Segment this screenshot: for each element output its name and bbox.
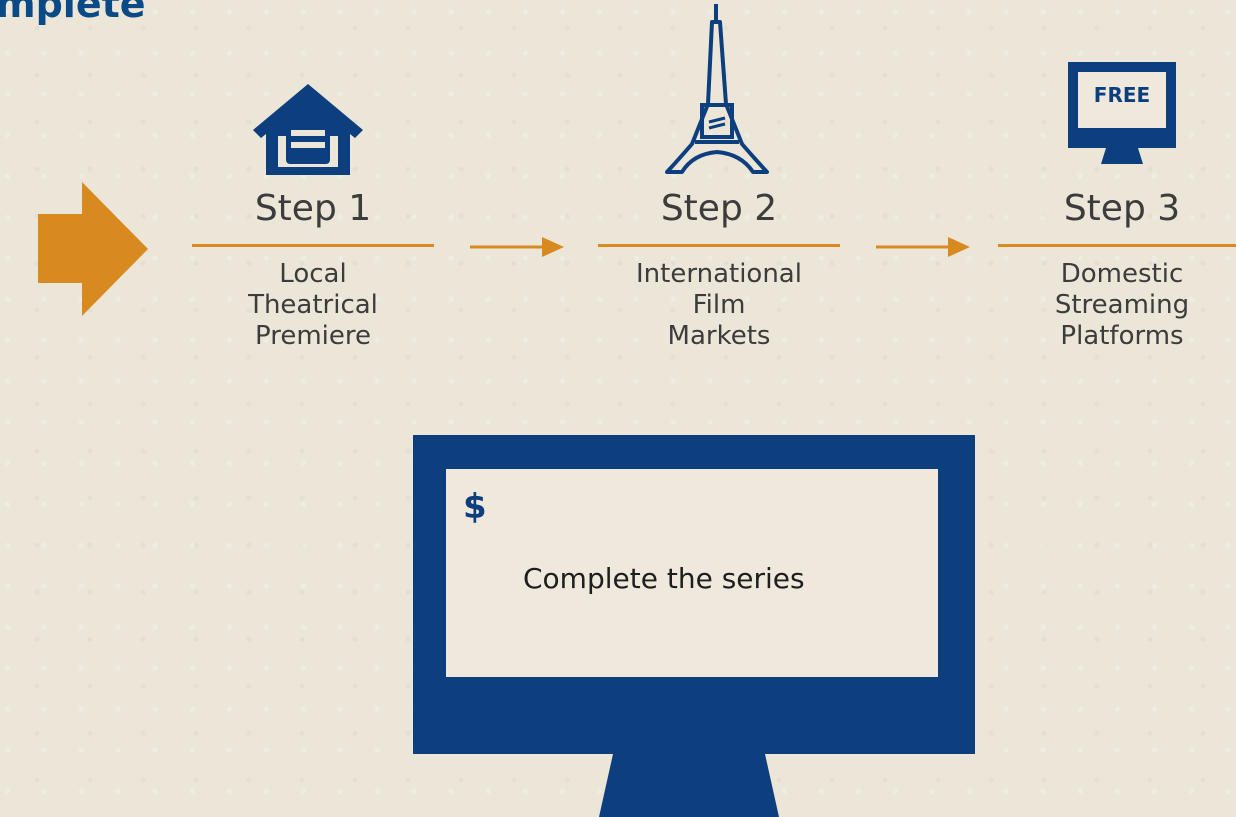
monitor-free-icon: FREE bbox=[1068, 62, 1176, 164]
step-1-line: Premiere bbox=[255, 321, 371, 351]
step-2-line: Film bbox=[692, 290, 746, 320]
step-2-line: International bbox=[636, 259, 802, 289]
step-1-title: Step 1 bbox=[254, 188, 372, 229]
eiffel-tower-icon bbox=[665, 4, 769, 174]
monitor-screen bbox=[446, 469, 938, 677]
dollar-icon: $ bbox=[463, 487, 487, 527]
free-badge: FREE bbox=[1093, 83, 1151, 107]
arrow-right-icon bbox=[470, 237, 564, 257]
monitor-caption: Complete the series bbox=[523, 562, 805, 595]
monitor-stand bbox=[1101, 148, 1143, 164]
step-3-description: Domestic Streaming Platforms bbox=[998, 259, 1236, 352]
house-icon bbox=[253, 84, 363, 175]
arrow-right-icon bbox=[876, 237, 970, 257]
step-1-line: Theatrical bbox=[248, 290, 378, 320]
step-2-line: Markets bbox=[667, 321, 771, 351]
step-3-line: Platforms bbox=[1060, 321, 1184, 351]
page-heading: mplete bbox=[0, 0, 146, 26]
step-2-description: International Film Markets bbox=[598, 259, 840, 352]
step-1-line: Local bbox=[279, 259, 347, 289]
step-3-divider bbox=[998, 244, 1236, 247]
step-3-line: Domestic bbox=[1060, 259, 1184, 289]
step-3-title: Step 3 bbox=[1063, 188, 1181, 229]
step-2-title: Step 2 bbox=[660, 188, 778, 229]
big-arrow-icon bbox=[38, 182, 148, 316]
step-2-divider bbox=[598, 244, 840, 247]
step-1-divider bbox=[192, 244, 434, 247]
monitor-stand bbox=[599, 754, 779, 817]
step-3-line: Streaming bbox=[1054, 290, 1190, 320]
step-1-description: Local Theatrical Premiere bbox=[192, 259, 434, 352]
monitor-icon: $ Complete the series bbox=[413, 435, 975, 817]
